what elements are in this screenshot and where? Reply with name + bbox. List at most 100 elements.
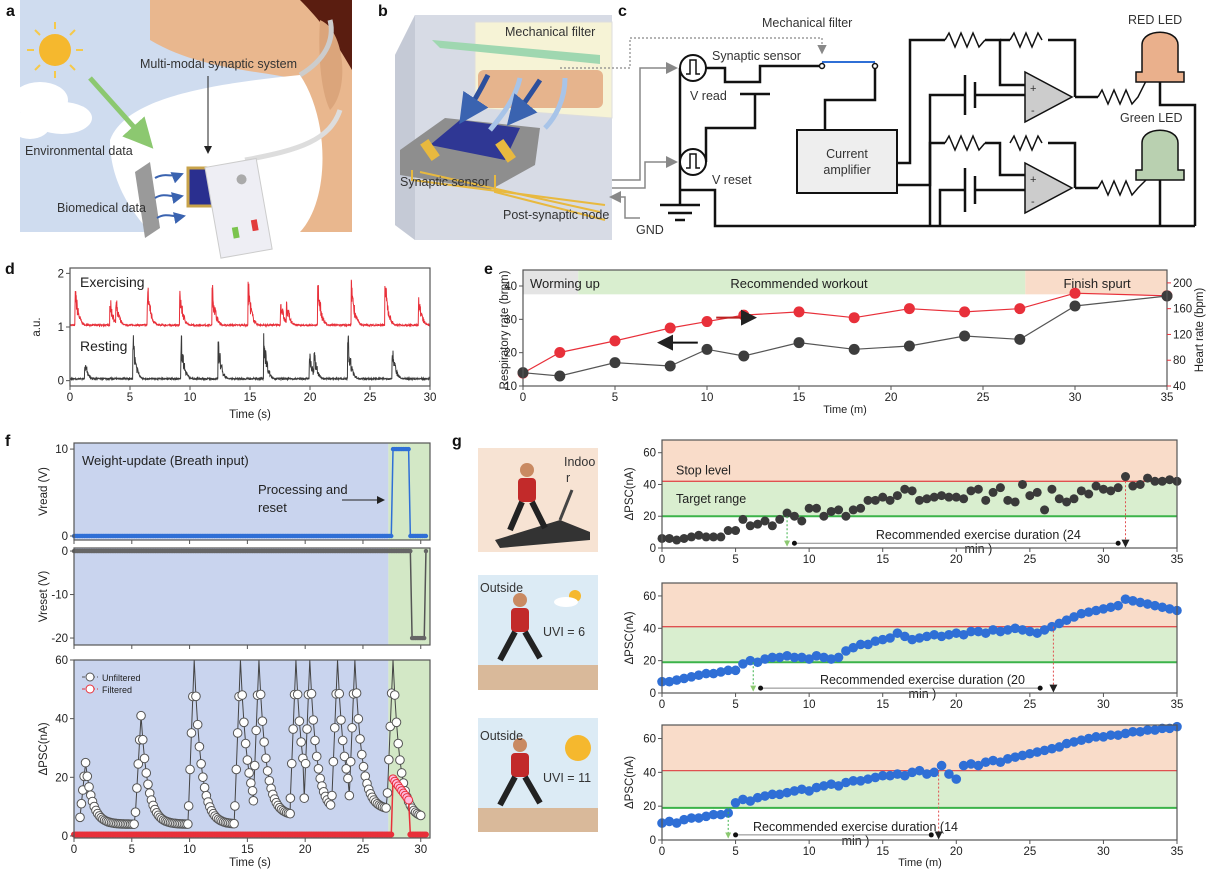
g-y-tick-label: 20	[643, 656, 656, 668]
data-point	[937, 491, 947, 501]
data-point	[892, 491, 902, 501]
op-amp-plus: +	[1030, 83, 1036, 95]
heart-rate-point	[848, 312, 860, 324]
g-y-tick-label: 0	[650, 543, 656, 555]
unfiltered-point	[347, 722, 357, 733]
data-point	[856, 503, 866, 513]
unfiltered-point	[299, 793, 310, 803]
unfiltered-point	[185, 764, 195, 775]
data-point	[892, 628, 903, 638]
panel-label-a: a	[6, 3, 15, 20]
unfiltered-point	[229, 818, 239, 829]
data-point	[716, 532, 726, 542]
g-x-tick-label: 20	[950, 846, 963, 858]
g-ylabel: ΔPSC(nA)	[624, 611, 636, 664]
unfiltered-point	[242, 755, 253, 765]
data-point	[1025, 748, 1035, 759]
data-point	[819, 652, 829, 663]
data-point	[782, 508, 792, 518]
data-point	[1062, 497, 1072, 507]
e-y-tick-label: 20	[504, 348, 517, 360]
data-point	[1002, 754, 1013, 764]
data-point	[1084, 489, 1094, 499]
unfiltered-point	[261, 753, 271, 764]
data-point	[1025, 491, 1035, 501]
unfiltered-point	[199, 782, 210, 793]
airflow-arrows	[459, 73, 568, 132]
g-y-tick-label: 40	[643, 623, 656, 635]
data-point	[1017, 625, 1028, 635]
data-point	[1039, 745, 1050, 756]
data-point	[833, 781, 844, 791]
g-x-tick-label: 30	[1097, 554, 1110, 566]
g-x-tick-label: 15	[876, 846, 889, 858]
unfiltered-point	[294, 716, 305, 726]
data-point	[708, 809, 719, 820]
mechanical-filter-label: Mechanical filter	[505, 25, 595, 39]
d-y-tick-label: 1	[58, 322, 64, 334]
data-point	[730, 797, 741, 808]
d-x-tick-label: 15	[244, 392, 257, 404]
data-point	[1018, 479, 1027, 489]
data-point	[995, 626, 1006, 637]
f-x-tick-label: 30	[414, 844, 427, 856]
g-x-tick-label: 0	[659, 699, 665, 711]
data-point	[804, 654, 814, 664]
data-point	[944, 492, 954, 502]
data-point	[951, 774, 962, 784]
resp-rate-point	[959, 330, 971, 342]
data-point	[671, 818, 682, 828]
data-point	[1010, 752, 1020, 762]
data-point	[914, 633, 925, 643]
data-point	[877, 634, 888, 645]
unfiltered-point	[381, 803, 391, 813]
processing-annotation: reset	[258, 500, 287, 515]
data-point	[709, 532, 718, 542]
g-y-tick-label: 60	[643, 734, 656, 746]
v-reset-label: V reset	[712, 173, 752, 187]
data-point	[958, 760, 969, 771]
data-point	[841, 511, 851, 521]
unfiltered-point	[133, 759, 144, 769]
heart-rate-point	[1014, 303, 1026, 315]
g-x-tick-label: 5	[732, 554, 738, 566]
g-y-tick-label: 40	[643, 479, 656, 491]
e-x-tick-label: 0	[520, 392, 526, 404]
current-amplifier-label: amplifier	[823, 163, 870, 177]
f-x-tick-label: 15	[241, 844, 254, 856]
data-point	[1105, 602, 1116, 613]
data-point	[922, 631, 932, 642]
data-point	[1105, 730, 1116, 740]
e-y2-tick-label: 120	[1173, 329, 1192, 341]
unfiltered-point	[183, 819, 193, 829]
vreset-point	[422, 635, 427, 641]
f-ylabel: Vreset (V)	[38, 571, 50, 623]
unfiltered-point	[351, 688, 362, 698]
unfiltered-point	[288, 724, 298, 734]
e-x-tick-label: 5	[612, 392, 618, 404]
g-x-tick-label: 5	[732, 699, 738, 711]
data-point	[1142, 725, 1153, 735]
data-point	[878, 492, 888, 502]
environmental-data-label: Environmental data	[25, 144, 133, 158]
unfiltered-point	[183, 801, 194, 811]
unfiltered-point	[355, 734, 365, 744]
vread-point	[406, 446, 411, 452]
data-point	[1047, 484, 1057, 494]
vreset-point	[408, 548, 413, 554]
red-led-icon	[1135, 31, 1185, 83]
unfiltered-point	[143, 779, 153, 790]
data-point	[1164, 723, 1175, 734]
op-amp-top-icon	[1024, 70, 1074, 124]
duration-end-dot	[1115, 540, 1121, 546]
duration-label: Recommended exercise duration (24	[876, 528, 1081, 542]
gnd-label: GND	[636, 223, 664, 237]
cloud-icon	[10, 82, 92, 139]
g-x-tick-label: 25	[1023, 699, 1036, 711]
unfiltered-point	[384, 754, 394, 765]
data-point	[774, 789, 785, 800]
c-mechanical-filter-label: Mechanical filter	[762, 16, 852, 30]
g-y-tick-label: 20	[643, 511, 656, 523]
data-point	[1047, 621, 1057, 632]
unfiltered-point	[357, 749, 367, 760]
